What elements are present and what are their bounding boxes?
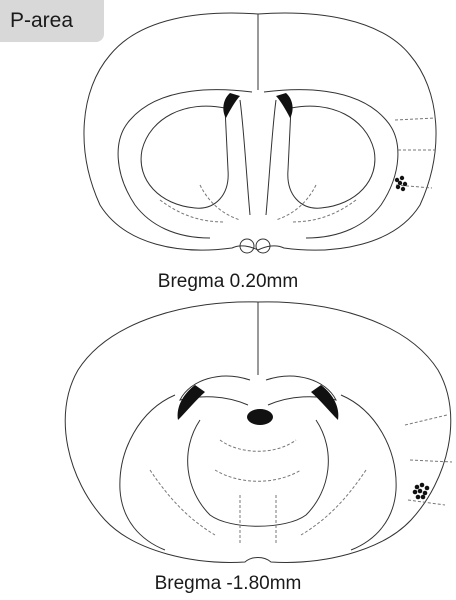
top-right-ventricle bbox=[276, 93, 293, 118]
bottom-dashed-structures bbox=[150, 415, 452, 545]
bottom-left-ventricle bbox=[178, 385, 205, 420]
top-right-cortex-inner bbox=[264, 90, 398, 238]
bottom-thalamus bbox=[188, 420, 329, 526]
top-section-caption: Bregma 0.20mm bbox=[0, 271, 456, 293]
top-dashed-structures bbox=[160, 118, 437, 222]
bottom-right-ventricle bbox=[311, 385, 338, 420]
top-left-striatum bbox=[141, 106, 228, 208]
bottom-third-ventricle bbox=[247, 409, 273, 425]
top-septum bbox=[240, 100, 276, 215]
bottom-left-cortex-inner bbox=[120, 395, 175, 550]
top-left-ventricle bbox=[223, 93, 240, 118]
section-bottom bbox=[65, 302, 452, 563]
top-brain-outline bbox=[84, 13, 436, 250]
bottom-right-cortex-inner bbox=[341, 395, 396, 550]
top-right-striatum bbox=[288, 106, 375, 208]
top-injection-dots bbox=[395, 176, 407, 191]
top-left-cortex-inner bbox=[118, 90, 252, 238]
bottom-section-caption: Bregma -1.80mm bbox=[0, 573, 456, 595]
section-top bbox=[84, 13, 437, 253]
bottom-injection-dots bbox=[413, 483, 430, 500]
